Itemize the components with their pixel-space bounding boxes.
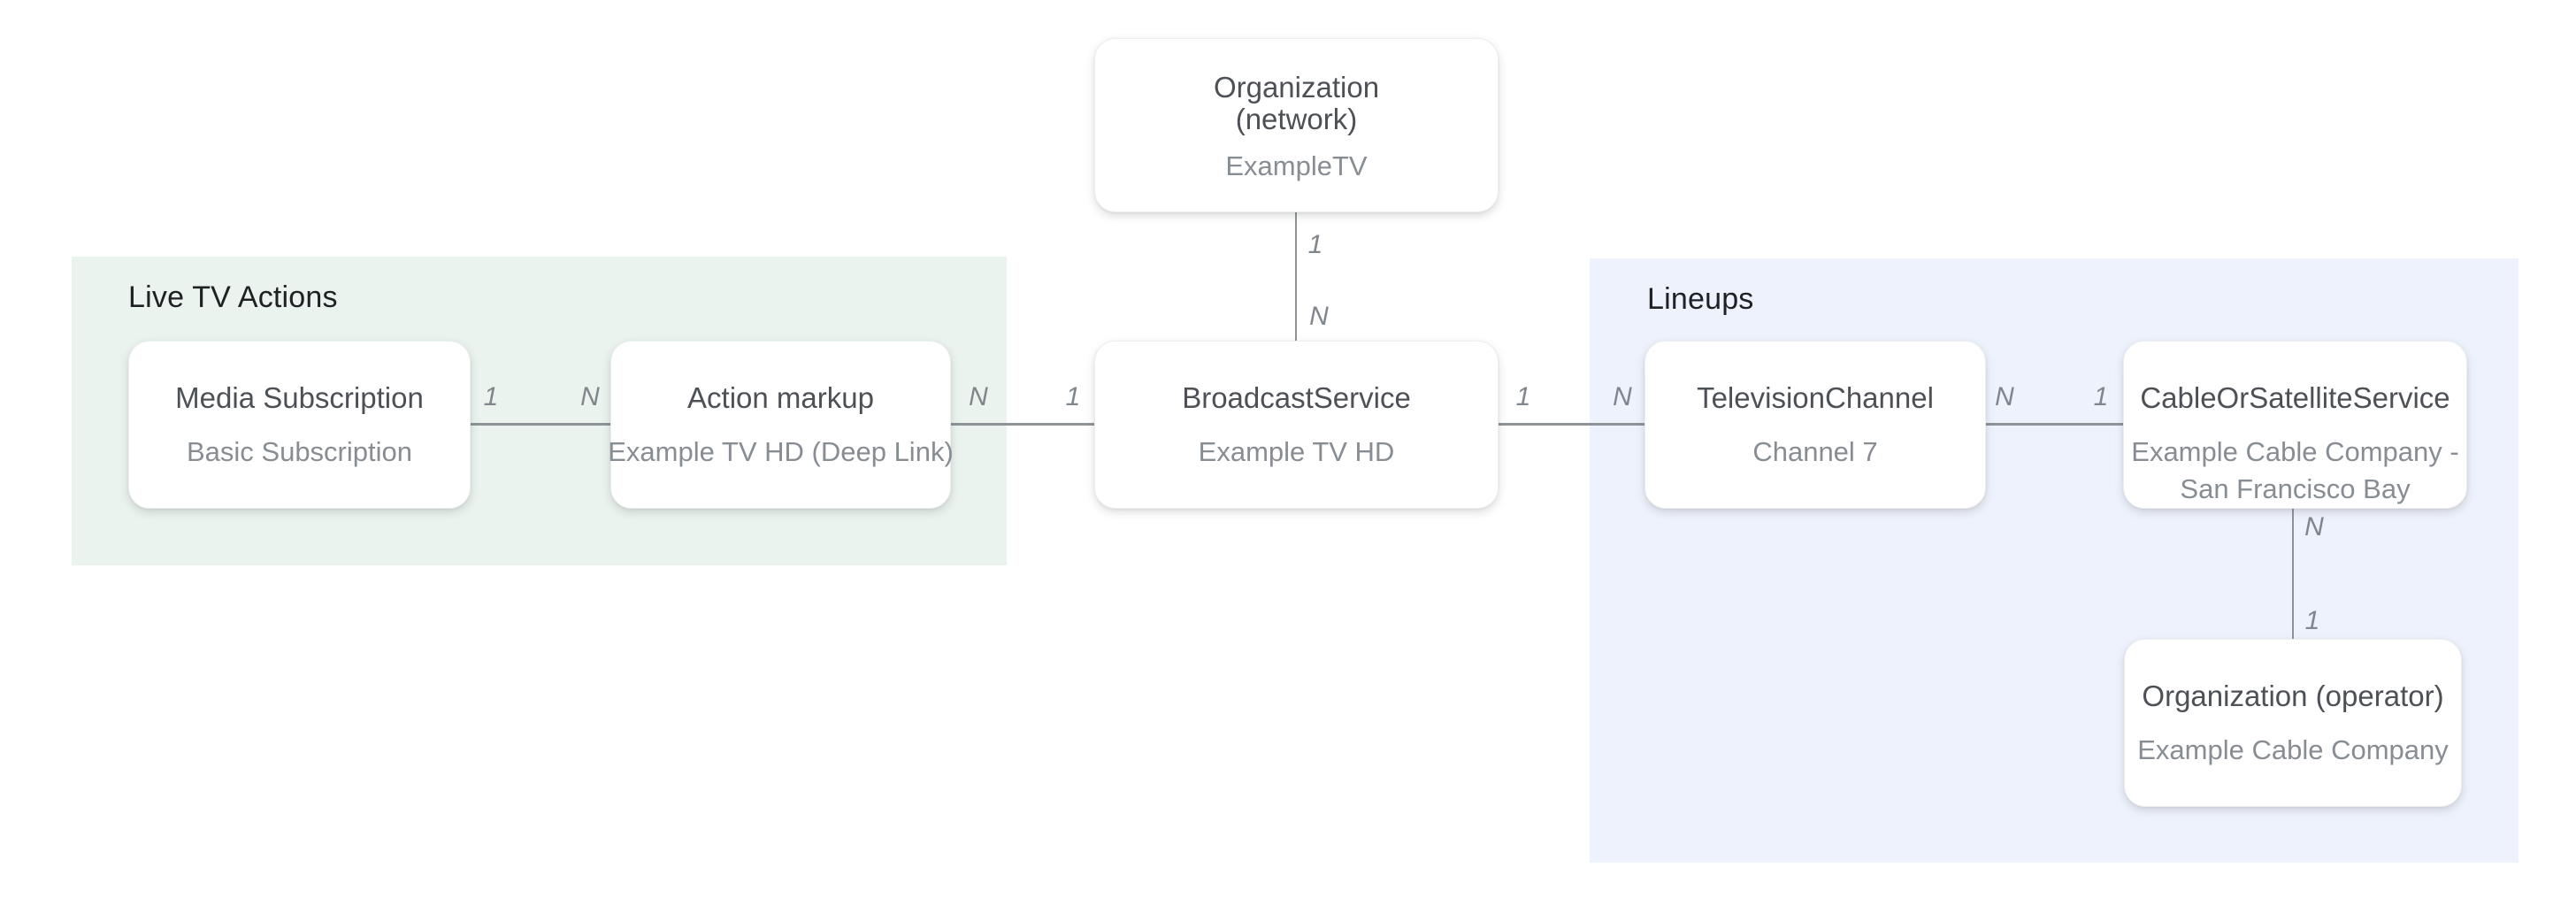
- cardinality-label: N: [1309, 302, 1329, 331]
- node-organization-network: Organization (network) ExampleTV: [1094, 38, 1499, 212]
- cardinality-label: 1: [2093, 382, 2109, 411]
- node-subtitle: Example Cable Company - San Francisco Ba…: [2131, 436, 2459, 504]
- cardinality-label: N: [1995, 382, 2014, 411]
- node-subtitle: Example Cable Company: [2137, 734, 2449, 765]
- cardinality-label: N: [969, 382, 988, 411]
- node-subtitle: Basic Subscription: [186, 436, 412, 467]
- node-title: Organization (operator): [2142, 680, 2444, 712]
- node-broadcast-service: BroadcastService Example TV HD: [1094, 341, 1499, 509]
- node-title: Media Subscription: [175, 381, 424, 414]
- cardinality-label: 1: [483, 382, 499, 411]
- node-subtitle: Channel 7: [1752, 436, 1878, 467]
- node-title: Organization (network): [1213, 71, 1380, 135]
- cardinality-label: N: [2304, 512, 2324, 541]
- cardinality-label: 1: [2304, 606, 2320, 635]
- node-title: TelevisionChannel: [1697, 381, 1934, 414]
- live-tv-actions-title: Live TV Actions: [128, 280, 338, 314]
- connector-network-broadcast: [1295, 212, 1297, 341]
- connector-action-broadcast: [951, 423, 1094, 426]
- node-subtitle: Example TV HD: [1198, 436, 1395, 467]
- node-media-subscription: Media Subscription Basic Subscription: [128, 341, 471, 509]
- connector-broadcast-tv: [1499, 423, 1644, 426]
- node-action-markup: Action markup Example TV HD (Deep Link): [608, 341, 954, 509]
- cardinality-label: N: [1613, 382, 1632, 411]
- node-title: BroadcastService: [1182, 381, 1411, 414]
- node-television-channel: TelevisionChannel Channel 7: [1644, 341, 1986, 509]
- cardinality-label: N: [580, 382, 600, 411]
- cardinality-label: 1: [1307, 230, 1323, 259]
- connector-media-action: [471, 423, 610, 426]
- node-title: CableOrSatelliteService: [2140, 381, 2450, 414]
- connector-cable-operator: [2292, 507, 2294, 639]
- node-organization-operator: Organization (operator) Example Cable Co…: [2124, 639, 2462, 807]
- node-title: Action markup: [687, 381, 874, 414]
- cardinality-label: 1: [1515, 382, 1531, 411]
- node-cable-or-satellite-service: CableOrSatelliteService Example Cable Co…: [2123, 341, 2467, 509]
- cardinality-label: 1: [1065, 382, 1081, 411]
- node-subtitle: Example TV HD (Deep Link): [608, 436, 954, 467]
- lineups-title: Lineups: [1647, 282, 1754, 316]
- node-subtitle: ExampleTV: [1225, 150, 1368, 181]
- connector-tv-cable: [1986, 423, 2123, 426]
